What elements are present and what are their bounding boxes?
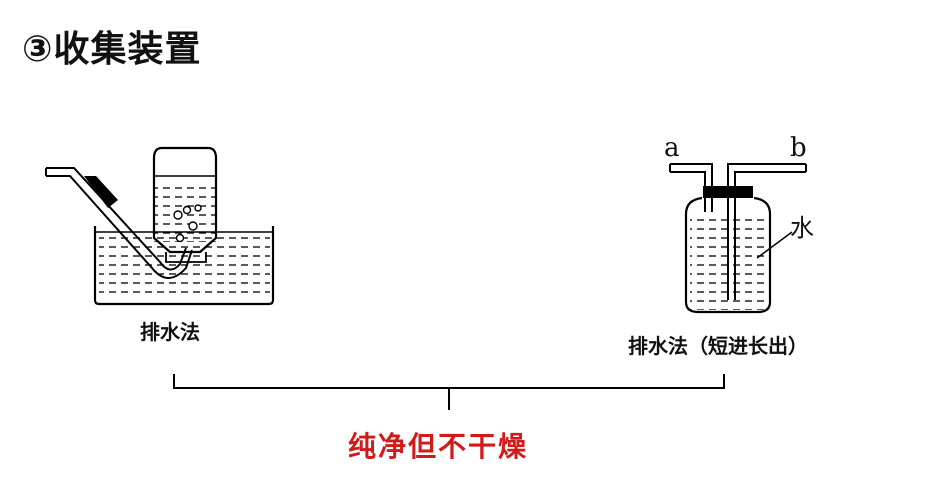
- wash-bottle: [684, 196, 772, 314]
- port-a-label: a: [664, 133, 680, 163]
- short-tube-a-inner: [670, 171, 706, 212]
- left-water-displacement-apparatus: [45, 146, 275, 306]
- gas-bubble: [175, 233, 185, 243]
- section-title: ③收集装置: [22, 29, 202, 70]
- port-b-label: b: [790, 133, 807, 163]
- gas-bubble: [173, 210, 183, 220]
- trough-water: [99, 232, 270, 298]
- grouping-bracket: [173, 374, 725, 389]
- water-trough: [93, 226, 275, 306]
- collection-bottle: [152, 146, 218, 254]
- water-pointer-line: [756, 231, 793, 259]
- long-tube-b-inner: [734, 171, 806, 300]
- right-apparatus-label: 排水法（短进长出）: [628, 334, 808, 358]
- short-tube-a: [670, 163, 713, 212]
- long-tube-b: [727, 163, 806, 300]
- gas-bubble: [182, 205, 192, 215]
- right-wash-bottle-apparatus: a b 水: [664, 133, 814, 314]
- left-apparatus-label: 排水法: [140, 320, 200, 344]
- rubber-connector: [84, 176, 118, 208]
- bottle-stand: [165, 252, 207, 263]
- gas-bubble: [188, 221, 198, 231]
- gas-bubble: [194, 204, 202, 212]
- water-label: 水: [790, 214, 814, 242]
- delivery-tube-outer: [46, 167, 187, 271]
- conclusion-text: 纯净但不干燥: [348, 430, 529, 463]
- delivery-tube-inner: [46, 175, 193, 279]
